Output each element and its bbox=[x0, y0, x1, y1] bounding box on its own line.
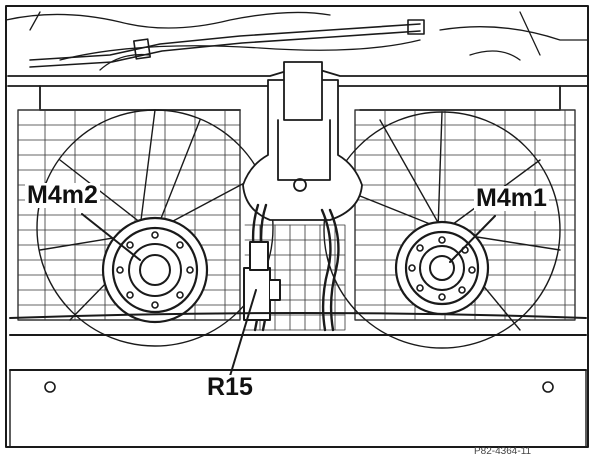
label-r15: R15 bbox=[205, 373, 255, 401]
engine-background bbox=[5, 11, 589, 71]
leader-lines bbox=[81, 213, 496, 377]
fan-motor-m4m1 bbox=[394, 220, 490, 316]
frame-border bbox=[5, 5, 589, 448]
leader-m4m1 bbox=[449, 215, 496, 263]
fan-motor-m4m2 bbox=[101, 216, 209, 324]
lower-bumper bbox=[9, 312, 587, 447]
label-m4m2: M4m2 bbox=[25, 181, 100, 209]
rod bbox=[29, 19, 425, 68]
leader-r15 bbox=[229, 289, 257, 377]
label-m4m1: M4m1 bbox=[474, 184, 549, 212]
center-bracket bbox=[242, 61, 363, 221]
leader-m4m2 bbox=[81, 213, 141, 261]
resistor-r15 bbox=[243, 241, 281, 321]
figure-code: P82-4364-11 bbox=[474, 446, 532, 457]
